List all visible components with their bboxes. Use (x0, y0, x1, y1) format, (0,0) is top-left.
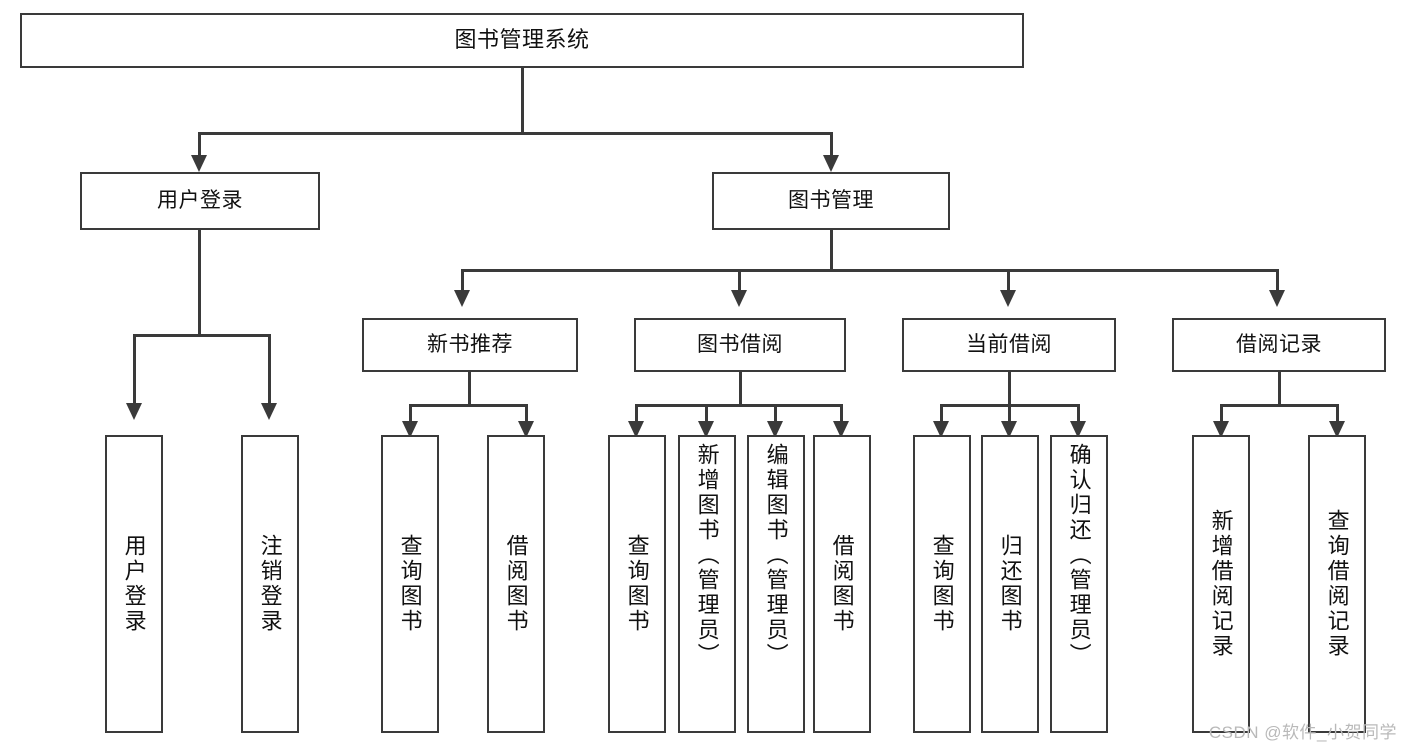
connector-new-book-stem (468, 372, 471, 407)
connector-br-to-leaf-0 (1220, 404, 1223, 426)
arrowhead-user-login (191, 155, 207, 172)
leaf-book-borrow-edit[interactable]: 编辑图书（管理员） (747, 435, 805, 733)
connector-borrow-record-stem (1278, 372, 1281, 407)
node-label: 图书管理 (788, 189, 874, 213)
connector-bb-to-leaf-0 (635, 404, 638, 426)
node-label: 注销登录 (257, 534, 283, 634)
arrowhead-leaf-user-login-0 (126, 403, 142, 420)
leaf-borrow-record-add[interactable]: 新增借阅记录 (1192, 435, 1250, 733)
connector-bm-to-new-book (461, 269, 464, 293)
arrowhead-leaf-br-1 (1329, 421, 1345, 438)
connector-root-to-user-login (198, 132, 201, 159)
connector-book-borrow-bus (635, 404, 842, 407)
connector-br-to-leaf-1 (1336, 404, 1339, 426)
node-book-borrow[interactable]: 图书借阅 (634, 318, 846, 372)
connector-borrow-record-bus (1220, 404, 1339, 407)
arrowhead-leaf-new-book-1 (518, 421, 534, 438)
connector-root-stem (521, 68, 524, 134)
node-borrow-record[interactable]: 借阅记录 (1172, 318, 1386, 372)
node-book-management[interactable]: 图书管理 (712, 172, 950, 230)
connector-bm-to-current-borrow (1007, 269, 1010, 293)
leaf-user-login-login[interactable]: 用户登录 (105, 435, 163, 733)
connector-new-book-bus (409, 404, 528, 407)
connector-book-borrow-stem (739, 372, 742, 407)
node-label: 图书借阅 (697, 333, 783, 357)
node-current-borrow[interactable]: 当前借阅 (902, 318, 1116, 372)
connector-bm-to-book-borrow (738, 269, 741, 293)
connector-new-book-to-leaf-1 (525, 404, 528, 426)
arrowhead-leaf-bb-1 (698, 421, 714, 438)
csdn-watermark: CSDN @软件_小贺同学 (1208, 723, 1397, 742)
connector-root-to-book-management (830, 132, 833, 159)
arrowhead-book-borrow (731, 290, 747, 307)
arrowhead-leaf-bb-2 (767, 421, 783, 438)
arrowhead-leaf-cb-2 (1070, 421, 1086, 438)
node-label: 用户登录 (157, 189, 243, 213)
arrowhead-leaf-bb-3 (833, 421, 849, 438)
arrowhead-leaf-br-0 (1213, 421, 1229, 438)
arrowhead-current-borrow (1000, 290, 1016, 307)
arrowhead-borrow-record (1269, 290, 1285, 307)
arrowhead-leaf-cb-1 (1001, 421, 1017, 438)
node-label: 归还图书 (997, 534, 1023, 634)
connector-user-login-to-leaf-0 (133, 334, 136, 407)
node-label: 新增图书（管理员） (694, 443, 720, 668)
arrowhead-leaf-user-login-1 (261, 403, 277, 420)
node-label: 借阅图书 (829, 534, 855, 634)
connector-current-borrow-stem (1008, 372, 1011, 407)
connector-user-login-to-leaf-1 (268, 334, 271, 407)
node-label: 图书管理系统 (454, 27, 590, 53)
leaf-new-book-query[interactable]: 查询图书 (381, 435, 439, 733)
node-label: 新增借阅记录 (1208, 509, 1234, 659)
connector-cb-to-leaf-0 (940, 404, 943, 426)
arrowhead-leaf-cb-0 (933, 421, 949, 438)
leaf-current-borrow-query[interactable]: 查询图书 (913, 435, 971, 733)
connector-bb-to-leaf-1 (705, 404, 708, 426)
node-label: 借阅图书 (503, 534, 529, 634)
node-label: 新书推荐 (427, 333, 513, 357)
node-label: 查询借阅记录 (1324, 509, 1350, 659)
node-new-book-recommend[interactable]: 新书推荐 (362, 318, 578, 372)
connector-bb-to-leaf-2 (774, 404, 777, 426)
node-label: 借阅记录 (1236, 333, 1322, 357)
node-label: 编辑图书（管理员） (763, 443, 789, 668)
node-label: 当前借阅 (966, 333, 1052, 357)
connector-root-bus (198, 132, 833, 135)
arrowhead-new-book (454, 290, 470, 307)
connector-new-book-to-leaf-0 (409, 404, 412, 426)
connector-user-login-bus (133, 334, 271, 337)
leaf-current-borrow-return[interactable]: 归还图书 (981, 435, 1039, 733)
node-label: 查询图书 (929, 534, 955, 634)
leaf-new-book-borrow[interactable]: 借阅图书 (487, 435, 545, 733)
connector-user-login-stem (198, 230, 201, 336)
leaf-current-borrow-confirm-return[interactable]: 确认归还（管理员） (1050, 435, 1108, 733)
connector-cb-to-leaf-2 (1077, 404, 1080, 426)
node-label: 查询图书 (397, 534, 423, 634)
leaf-book-borrow-query[interactable]: 查询图书 (608, 435, 666, 733)
leaf-borrow-record-query[interactable]: 查询借阅记录 (1308, 435, 1366, 733)
connector-cb-to-leaf-1 (1008, 404, 1011, 426)
leaf-user-login-logout[interactable]: 注销登录 (241, 435, 299, 733)
connector-bb-to-leaf-3 (840, 404, 843, 426)
arrowhead-leaf-bb-0 (628, 421, 644, 438)
connector-bm-to-borrow-record (1276, 269, 1279, 293)
leaf-book-borrow-add[interactable]: 新增图书（管理员） (678, 435, 736, 733)
node-label: 查询图书 (624, 534, 650, 634)
arrowhead-leaf-new-book-0 (402, 421, 418, 438)
node-label: 确认归还（管理员） (1066, 443, 1092, 668)
connector-book-management-stem (830, 230, 833, 272)
node-label: 用户登录 (121, 534, 147, 634)
node-user-login[interactable]: 用户登录 (80, 172, 320, 230)
leaf-book-borrow-borrow[interactable]: 借阅图书 (813, 435, 871, 733)
node-root-book-management-system[interactable]: 图书管理系统 (20, 13, 1024, 68)
arrowhead-book-management (823, 155, 839, 172)
connector-book-management-bus (461, 269, 1279, 272)
